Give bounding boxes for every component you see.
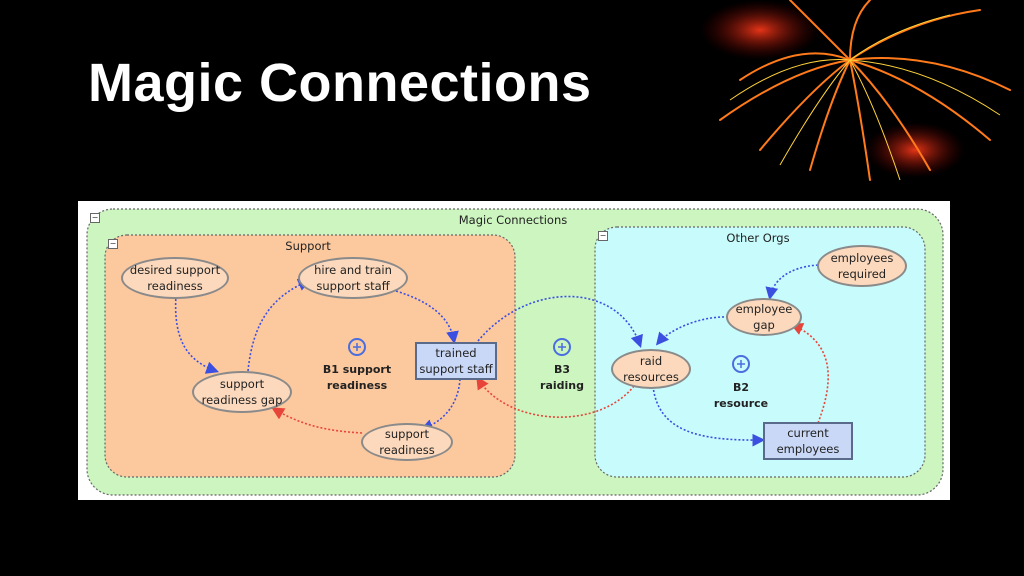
other-orgs-collapse-toggle[interactable]: −: [598, 231, 608, 241]
slide-title: Magic Connections: [88, 53, 592, 113]
loop-b3-icon: [553, 338, 571, 356]
loop-b1-icon: [348, 338, 366, 356]
node-support-readiness-gap[interactable]: support readiness gap: [192, 371, 292, 413]
node-employee-gap[interactable]: employee gap: [726, 298, 802, 336]
node-employees-required[interactable]: employees required: [817, 245, 907, 287]
link-desired-to-gap: [174, 294, 220, 374]
firework-decoration: [700, 0, 1011, 181]
support-group-label: Support: [285, 239, 331, 253]
outer-collapse-toggle[interactable]: −: [90, 213, 100, 223]
support-collapse-toggle[interactable]: −: [108, 239, 118, 249]
diagram-canvas: − − − Magic Connections Support Other Or…: [78, 201, 950, 500]
link-required-to-empgap: [765, 264, 819, 301]
outer-group-label: Magic Connections: [458, 213, 568, 227]
node-desired-support-readiness[interactable]: desired support readiness: [121, 257, 229, 299]
link-empgap-to-raid: [655, 316, 729, 346]
link-raid-to-current: [652, 385, 766, 447]
loop-b3-label: B3 raiding: [540, 363, 584, 392]
link-hire-to-trained: [395, 290, 459, 345]
link-trained-to-raid: [477, 295, 643, 349]
other-orgs-group-label: Other Orgs: [726, 231, 790, 245]
node-raid-resources[interactable]: raid resources: [611, 349, 691, 389]
link-readiness-to-gap: [271, 407, 363, 434]
link-current-to-empgap: [790, 323, 829, 424]
node-current-employees[interactable]: current employees: [763, 422, 853, 460]
link-gap-to-hire: [247, 278, 311, 372]
loop-b1-label: B1 support readiness: [322, 363, 392, 392]
node-hire-and-train[interactable]: hire and train support staff: [298, 257, 408, 299]
node-trained-support-staff[interactable]: trained support staff: [415, 342, 497, 380]
other-orgs-group-box: [594, 226, 926, 478]
loop-b2-icon: [732, 355, 750, 373]
loop-b2-label: B2 resource: [713, 381, 769, 410]
support-group-box: [104, 234, 516, 478]
node-support-readiness[interactable]: support readiness: [361, 423, 453, 461]
link-raid-to-trained: [476, 376, 635, 418]
